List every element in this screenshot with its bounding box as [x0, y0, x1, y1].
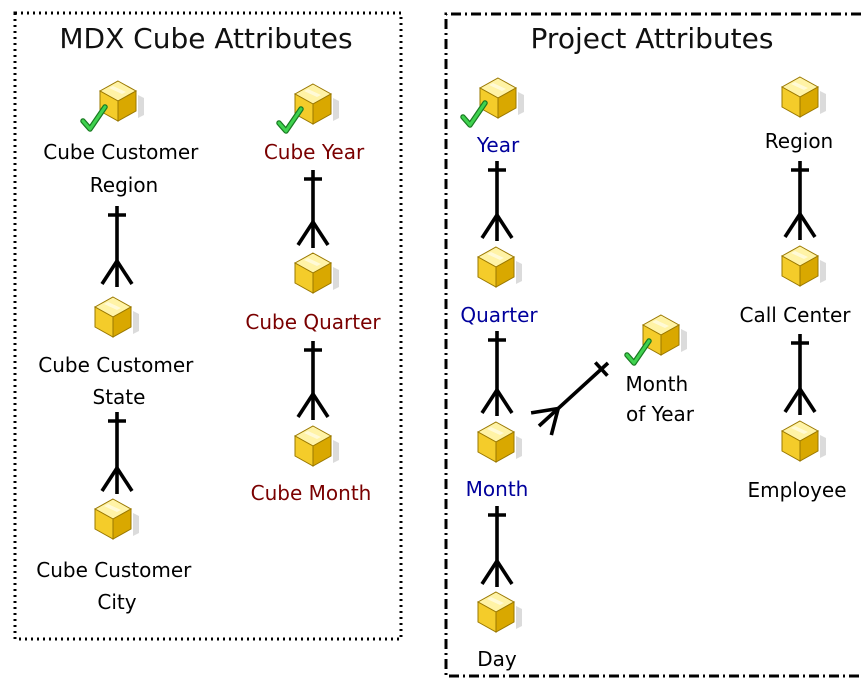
- day-cube-icon: [477, 591, 523, 633]
- crows-foot-prong: [495, 214, 514, 239]
- mdx-panel-title: MDX Cube Attributes: [59, 22, 352, 55]
- region-node[interactable]: Region: [765, 76, 833, 153]
- year-label: Year: [476, 133, 520, 157]
- crows-foot-prong: [495, 389, 514, 414]
- cube-month-label: Cube Month: [251, 481, 372, 505]
- quarter-node[interactable]: Quarter: [460, 246, 538, 327]
- crows-foot-prong: [798, 388, 817, 413]
- cube-customer-state-node[interactable]: Cube Customer State: [38, 296, 200, 409]
- month-of-year-cube-icon: [642, 314, 688, 356]
- relationship-cube-quarter-to-cube-month: [296, 341, 330, 420]
- call-center-label: Call Center: [739, 303, 851, 327]
- employee-node[interactable]: Employee: [747, 420, 847, 502]
- month-node[interactable]: Month: [466, 421, 529, 501]
- cube-quarter-cube-icon: [294, 252, 340, 294]
- project-relationships: [480, 161, 817, 587]
- crows-foot-prong: [311, 393, 330, 418]
- project-panel-title: Project Attributes: [531, 22, 774, 55]
- relationship-cube-customer-state-to-cube-customer-city: [100, 412, 134, 494]
- cube-customer-state-cube-icon: [94, 296, 140, 338]
- cube-year-node[interactable]: Cube Year: [264, 83, 365, 164]
- cube-customer-city-cube-icon: [94, 498, 140, 540]
- crows-foot-prong: [100, 467, 119, 492]
- crows-foot-prong: [549, 408, 560, 436]
- cube-month-cube-icon: [294, 425, 340, 467]
- relationship-month-to-day: [480, 506, 514, 587]
- cube-customer-city-label: Cube Customer City: [36, 558, 198, 614]
- month-cube-icon: [477, 421, 523, 463]
- day-label: Day: [477, 647, 517, 671]
- crows-foot-prong: [480, 214, 499, 239]
- project-panel-border: [444, 12, 861, 678]
- month-of-year-label: Month of Year: [625, 372, 694, 426]
- crows-foot-prong: [296, 221, 315, 246]
- quarter-label: Quarter: [460, 303, 538, 327]
- call-center-cube-icon: [781, 245, 827, 287]
- crows-foot-prong: [115, 260, 134, 285]
- cube-customer-region-node[interactable]: Cube Customer Region: [43, 80, 205, 197]
- cube-customer-state-label: Cube Customer State: [38, 353, 200, 409]
- crows-foot-prong: [480, 560, 499, 585]
- mdx-cube-attributes-panel: MDX Cube Attributes Cube Customer Region…: [13, 11, 403, 641]
- crows-foot-prong: [296, 393, 315, 418]
- quarter-cube-icon: [477, 246, 523, 288]
- year-cube-icon: [479, 77, 525, 119]
- call-center-node[interactable]: Call Center: [739, 245, 851, 327]
- day-node[interactable]: Day: [477, 591, 523, 671]
- cube-quarter-label: Cube Quarter: [245, 310, 381, 334]
- relationship-region-to-call-center: [783, 161, 817, 240]
- cube-customer-region-label: Cube Customer Region: [43, 140, 205, 197]
- relationship-month-of-year-to-month: [530, 361, 610, 436]
- year-node[interactable]: Year: [463, 77, 525, 157]
- cube-customer-region-cube-icon: [99, 80, 145, 122]
- project-attributes-panel: Project Attributes Year Quarter Month Da…: [444, 12, 861, 678]
- one-side-tick: [593, 361, 609, 377]
- crows-foot-prong: [115, 467, 134, 492]
- crows-foot-prong: [783, 213, 802, 238]
- region-label: Region: [765, 129, 833, 153]
- cube-year-label: Cube Year: [264, 140, 365, 164]
- cube-month-node[interactable]: Cube Month: [251, 425, 372, 505]
- employee-cube-icon: [781, 420, 827, 462]
- crows-foot-prong: [495, 560, 514, 585]
- relationship-call-center-to-employee: [783, 334, 817, 415]
- crows-foot-prong: [100, 260, 119, 285]
- month-of-year-check-icon: [627, 341, 649, 363]
- cube-customer-region-check-icon: [83, 107, 105, 129]
- relationship-year-to-quarter: [480, 161, 514, 241]
- cube-quarter-node[interactable]: Cube Quarter: [245, 252, 381, 334]
- crows-foot-prong: [798, 213, 817, 238]
- relationship-line: [537, 361, 610, 428]
- mdx-panel-border: [13, 11, 403, 641]
- crows-foot-prong: [311, 221, 330, 246]
- relationship-cube-year-to-cube-quarter: [296, 170, 330, 248]
- month-label: Month: [466, 477, 529, 501]
- cube-year-cube-icon: [294, 83, 340, 125]
- crows-foot-prong: [783, 388, 802, 413]
- cube-customer-city-node[interactable]: Cube Customer City: [36, 498, 198, 614]
- crows-foot-prong: [530, 406, 559, 415]
- cube-year-check-icon: [279, 109, 301, 131]
- mdx-relationships: [100, 170, 330, 494]
- employee-label: Employee: [747, 478, 846, 502]
- region-cube-icon: [781, 76, 827, 118]
- relationship-cube-customer-region-to-cube-customer-state: [100, 206, 134, 287]
- crows-foot-prong: [480, 389, 499, 414]
- month-of-year-node[interactable]: Month of Year: [625, 314, 695, 426]
- relationship-quarter-to-month: [480, 331, 514, 416]
- year-check-icon: [463, 103, 485, 125]
